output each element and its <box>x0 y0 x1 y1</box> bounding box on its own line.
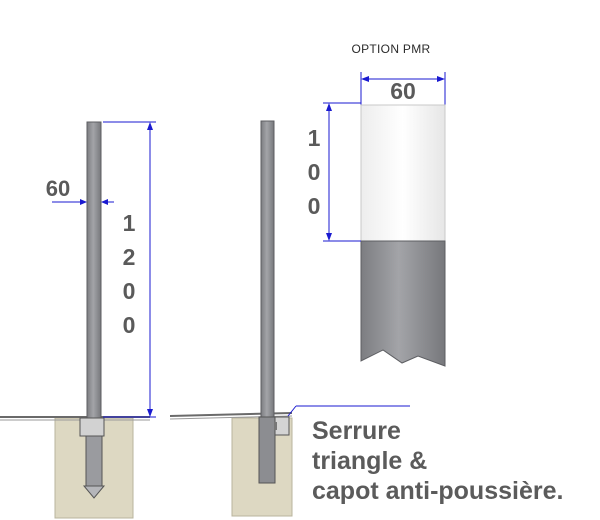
pmr-height-digit-1: 1 <box>308 125 321 151</box>
callout-line-2: triangle & <box>312 447 428 475</box>
left-post-sleeve <box>79 417 105 437</box>
left-anchor-tip <box>82 485 106 499</box>
callout-leader <box>287 405 297 417</box>
left-height-digit-3: 0 <box>123 278 136 304</box>
left-width-dimension: 60 <box>46 176 114 205</box>
option-title: OPTION PMR <box>351 42 430 56</box>
left-width-label: 60 <box>46 176 70 201</box>
middle-anchor-tube <box>258 416 276 484</box>
left-post <box>86 121 102 419</box>
left-height-dimension: 1 2 0 0 <box>103 121 156 418</box>
pmr-option-detail: OPTION PMR 60 1 0 0 <box>308 42 446 367</box>
middle-post-assembly <box>169 120 410 517</box>
pmr-white-band <box>360 104 446 242</box>
callout-text: Serrure triangle & capot anti-poussière. <box>312 416 600 506</box>
left-anchor-tube <box>85 435 103 487</box>
callout-line-1: Serrure <box>312 417 401 445</box>
pmr-height-digit-3: 0 <box>308 193 321 219</box>
left-height-digit-2: 2 <box>123 244 136 270</box>
left-height-digit-1: 1 <box>123 210 136 236</box>
pmr-height-digit-2: 0 <box>308 159 321 185</box>
middle-post <box>260 120 275 418</box>
left-height-digit-4: 0 <box>123 312 136 338</box>
pmr-width-label: 60 <box>390 78 416 104</box>
middle-lock-box <box>274 416 290 436</box>
pmr-post-section <box>360 240 446 367</box>
callout-line-3: capot anti-poussière. <box>312 477 564 505</box>
